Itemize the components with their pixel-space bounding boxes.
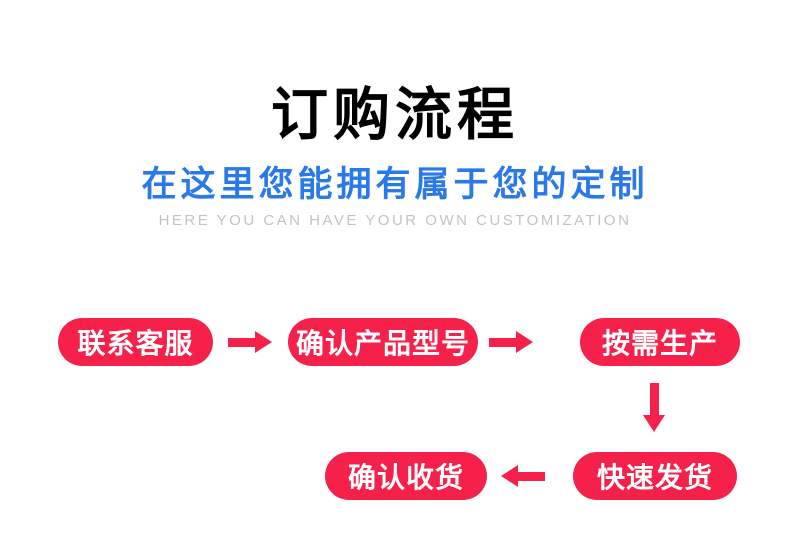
arrow-shaft xyxy=(228,337,255,347)
flow-step-contact-service: 联系客服 xyxy=(58,318,213,366)
arrow-head xyxy=(501,465,518,487)
flow-step-label: 联系客服 xyxy=(77,328,194,359)
arrow-right-icon xyxy=(228,331,272,353)
arrow-shaft xyxy=(518,471,545,481)
flow-step-label: 按需生产 xyxy=(601,328,718,359)
arrow-head xyxy=(255,331,272,353)
subtitle-english: HERE YOU CAN HAVE YOUR OWN CUSTOMIZATION xyxy=(158,212,632,229)
arrow-shaft xyxy=(489,337,516,347)
page-title: 订购流程 xyxy=(271,83,519,147)
flow-step-confirm-model: 确认产品型号 xyxy=(288,318,478,366)
arrow-down-icon xyxy=(643,383,665,432)
arrow-left-icon xyxy=(501,465,545,487)
subtitle-chinese: 在这里您能拥有属于您的定制 xyxy=(141,165,649,204)
flow-step-label: 确认产品型号 xyxy=(295,328,470,359)
flow-step-label: 确认收货 xyxy=(347,462,464,493)
arrow-head xyxy=(516,331,533,353)
arrow-right-icon xyxy=(489,331,533,353)
flow-step-production: 按需生产 xyxy=(580,318,740,366)
flow-step-label: 快速发货 xyxy=(596,462,713,493)
arrow-head xyxy=(643,415,665,432)
arrow-shaft xyxy=(649,383,659,415)
flow-step-confirm-receipt: 确认收货 xyxy=(325,452,487,500)
flow-step-fast-shipping: 快速发货 xyxy=(573,452,737,500)
